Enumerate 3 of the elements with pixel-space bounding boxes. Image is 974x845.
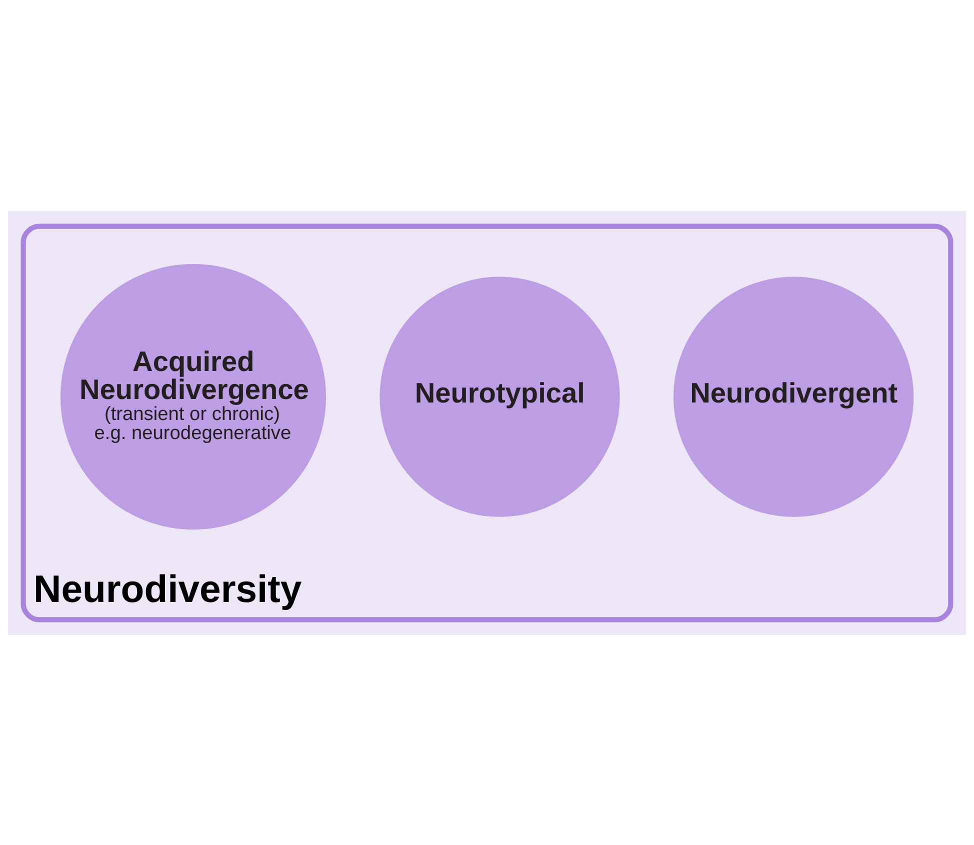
node-circle: Neurotypical	[380, 276, 620, 516]
node-circle: Neurodivergent	[673, 276, 914, 516]
node-circle: Acquired Neurodivergence (transient or chronic) e.g. neurodegenerative	[60, 264, 326, 530]
